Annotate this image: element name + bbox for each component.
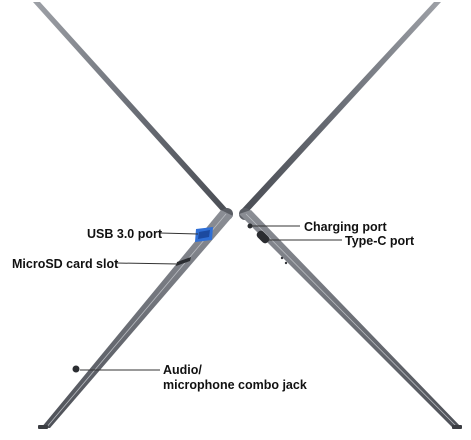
audio-jack-icon	[72, 365, 80, 373]
usb-port-icon	[195, 227, 213, 242]
charging-port-label: Charging port	[304, 220, 387, 234]
leader-lines	[80, 225, 342, 371]
usb-port-label: USB 3.0 port	[87, 227, 163, 241]
typec-port-label: Type-C port	[345, 234, 415, 248]
audio-jack-label-line1: Audio/	[163, 363, 202, 377]
microsd-leader-line	[115, 262, 179, 265]
microsd-slot-label: MicroSD card slot	[12, 257, 119, 271]
audio-jack-label-line2: microphone combo jack	[163, 378, 307, 392]
microsd-slot-icon	[176, 257, 191, 266]
left-laptop-base	[41, 210, 233, 428]
charging-port-icon	[247, 223, 253, 229]
right-laptop-lid	[241, 2, 441, 212]
laptop-left	[33, 2, 233, 429]
usb-leader-line	[159, 232, 199, 235]
laptop-right	[239, 2, 462, 429]
left-laptop-lid	[33, 2, 230, 214]
typec-port-icon	[256, 230, 270, 244]
